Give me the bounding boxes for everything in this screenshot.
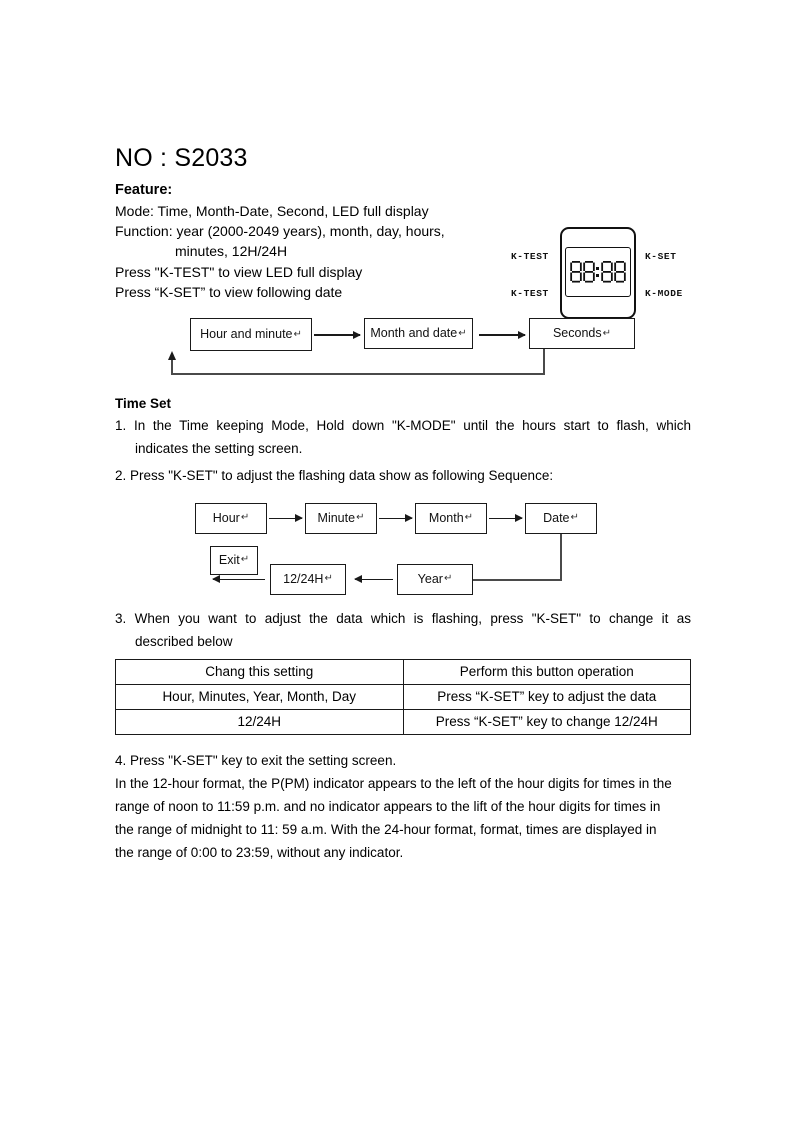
- table-header-button-operation: Perform this button operation: [402, 658, 691, 685]
- flow-box-hour: Hour↵: [195, 502, 267, 534]
- flow-box-label: 12/24H: [283, 572, 324, 587]
- connector-line-vertical: [560, 533, 562, 581]
- arrow-right: [489, 515, 523, 522]
- flow-box-label: Month and date: [370, 326, 458, 341]
- flow-box-date: Date↵: [525, 502, 597, 534]
- flow-box-label: Date: [543, 511, 570, 526]
- time-set-step-4: 4. Press "K-SET" key to exit the setting…: [115, 753, 397, 769]
- table-cell-setting: 12/24H: [115, 709, 404, 736]
- table-cell-setting: Hour, Minutes, Year, Month, Day: [115, 683, 404, 711]
- seven-segment-digit: [601, 260, 613, 283]
- return-mark: ↵: [240, 512, 250, 524]
- flow-box-month: Month↵: [415, 502, 487, 534]
- arrow-right: [314, 331, 361, 338]
- feature-section: Feature: Mode: Time, Month-Date, Second,…: [115, 181, 691, 319]
- feature-heading: Feature:: [115, 181, 173, 198]
- loop-line-vertical-right: [543, 349, 545, 376]
- flow-box-label: Minute: [317, 511, 356, 526]
- view-sequence-diagram: Hour and minute↵ Month and date↵ Seconds…: [115, 308, 691, 380]
- document-content: NO : S2033 Feature: Mode: Time, Month-Da…: [115, 144, 691, 866]
- table-cell-operation: Press “K-SET” key to adjust the data: [402, 683, 691, 711]
- loop-line-horizontal: [171, 373, 545, 376]
- set-sequence-diagram: Hour↵ Minute↵ Month↵ Date↵ Exit↵ 12/24H↵: [115, 497, 691, 609]
- page-title: NO : S2033: [115, 144, 248, 172]
- arrow-right: [479, 331, 526, 338]
- closing-line-3: the range of midnight to 11: 59 a.m. Wit…: [115, 822, 657, 838]
- closing-line-4: the range of 0:00 to 23:59, without any …: [115, 845, 404, 861]
- return-mark: ↵: [602, 327, 612, 339]
- table-cell-operation: Press “K-SET” key to change 12/24H: [402, 709, 691, 736]
- return-mark: ↵: [458, 327, 467, 339]
- seven-segment-digit: [583, 260, 595, 283]
- seven-segment-digit: [570, 260, 582, 283]
- flow-box-hour-and-minute: Hour and minute↵: [190, 318, 312, 352]
- time-set-step-1-cont: indicates the setting screen.: [135, 441, 303, 457]
- feature-line-function-cont: minutes, 12H/24H: [175, 243, 288, 260]
- return-mark: ↵: [356, 512, 365, 524]
- flow-box-label: Month: [428, 511, 464, 526]
- time-set-section: Time Set 1. In the Time keeping Mode, Ho…: [115, 396, 691, 487]
- flow-box-exit: Exit↵: [210, 545, 258, 575]
- flow-box-label: Hour and minute: [200, 327, 293, 342]
- device-label-k-mode: K-MODE: [645, 287, 683, 299]
- closing-line-1: In the 12-hour format, the P(PM) indicat…: [115, 776, 672, 792]
- feature-line-function: Function: year (2000-2049 years), month,…: [115, 222, 445, 239]
- lcd-digit-group: [570, 260, 626, 283]
- flow-box-label: Hour: [212, 511, 240, 526]
- return-mark: ↵: [443, 573, 453, 585]
- table-header-row: Chang this setting Perform this button o…: [115, 658, 691, 685]
- return-mark: ↵: [293, 328, 302, 340]
- device-label-k-set: K-SET: [645, 250, 677, 262]
- time-set-heading: Time Set: [115, 396, 172, 412]
- arrow-left-12-24h-to-exit: [212, 576, 265, 583]
- return-mark: ↵: [240, 554, 250, 566]
- device-label-k-test-bottom: K-TEST: [511, 287, 549, 299]
- device-illustration: K-TEST K-TEST K-SET K-MODE: [505, 225, 695, 325]
- loop-arrow-up: [167, 351, 176, 361]
- setting-table: Chang this setting Perform this button o…: [115, 658, 691, 736]
- flow-box-month-and-date: Month and date↵: [364, 318, 473, 350]
- arrow-right: [269, 515, 303, 522]
- flow-box-label: Year: [417, 572, 443, 587]
- feature-line-mode: Mode: Time, Month-Date, Second, LED full…: [115, 202, 429, 219]
- table-row: Hour, Minutes, Year, Month, Day Press “K…: [115, 683, 691, 711]
- flow-box-label: Exit: [218, 553, 240, 568]
- flow-box-label: Seconds: [552, 326, 602, 341]
- loop-line-vertical-left: [171, 358, 173, 376]
- flow-box-minute: Minute↵: [305, 502, 377, 534]
- feature-line-ktest: Press "K-TEST" to view LED full display: [115, 263, 363, 280]
- flow-box-12-24h: 12/24H↵: [270, 563, 346, 595]
- time-set-step-3-cont: described below: [135, 633, 233, 649]
- return-mark: ↵: [464, 512, 474, 524]
- time-set-step-1: 1. In the Time keeping Mode, Hold down "…: [115, 418, 691, 434]
- connector-line-horizontal: [473, 578, 562, 581]
- time-set-step-2: 2. Press "K-SET" to adjust the flashing …: [115, 467, 554, 483]
- arrow-left-year-to-12-24h: [354, 576, 393, 583]
- feature-line-kset: Press “K-SET” to view following date: [115, 283, 343, 300]
- closing-line-2: range of noon to 11:59 p.m. and no indic…: [115, 799, 661, 815]
- device-lcd-screen: [565, 246, 631, 297]
- seven-segment-digit: [614, 260, 626, 283]
- flow-box-seconds: Seconds↵: [529, 318, 635, 350]
- table-header-change-setting: Chang this setting: [115, 658, 404, 685]
- flow-box-year: Year↵: [397, 563, 473, 595]
- time-set-step-3: 3. When you want to adjust the data whic…: [115, 610, 691, 626]
- step-3-section: 3. When you want to adjust the data whic…: [115, 609, 691, 653]
- closing-section: 4. Press "K-SET" key to exit the setting…: [115, 751, 691, 864]
- return-mark: ↵: [570, 512, 579, 524]
- arrow-right: [379, 515, 413, 522]
- lcd-colon-separator: [596, 261, 600, 283]
- return-mark: ↵: [324, 573, 333, 585]
- device-label-k-test-top: K-TEST: [511, 250, 549, 262]
- table-row: 12/24H Press “K-SET” key to change 12/24…: [115, 709, 691, 736]
